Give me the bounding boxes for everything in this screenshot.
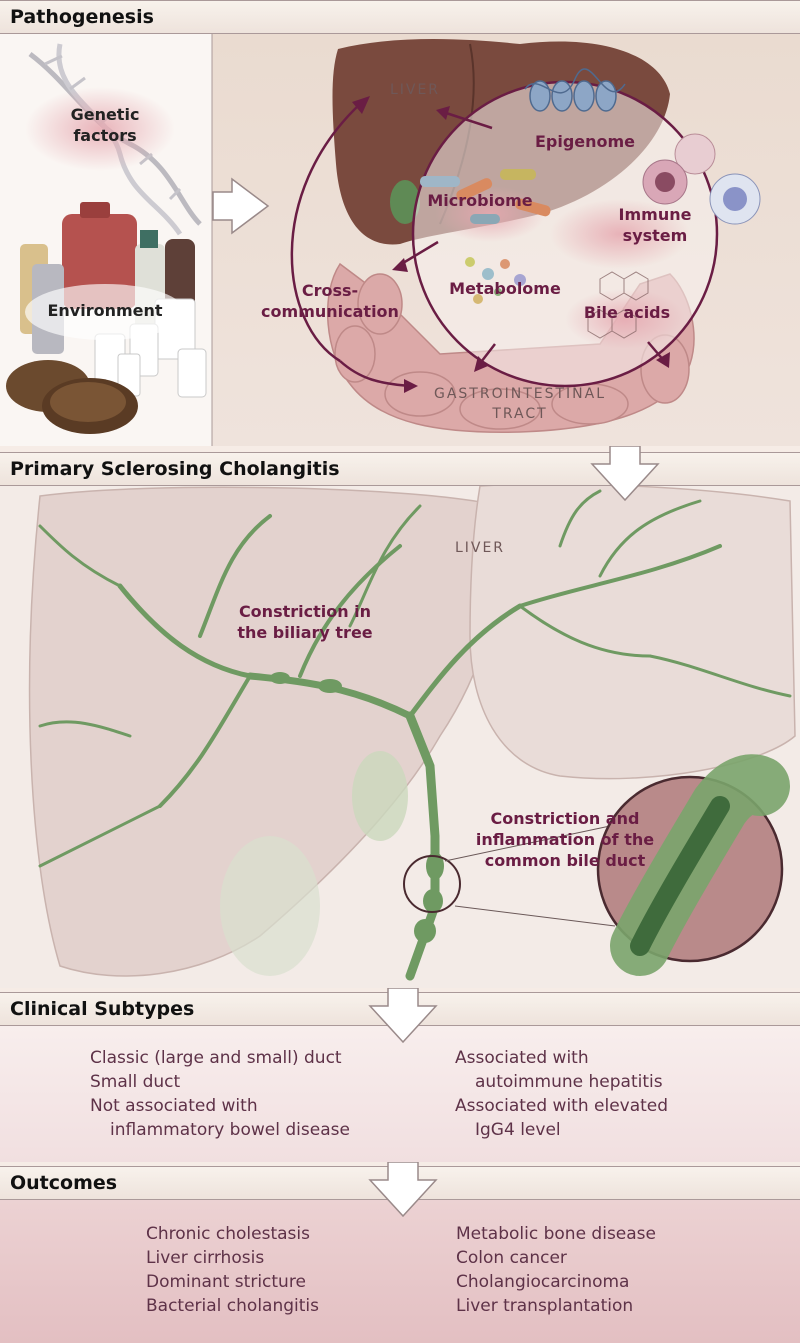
psc-art (0, 486, 800, 988)
section-header-psc: Primary Sclerosing Cholangitis (0, 452, 800, 486)
list-item: Metabolic bone disease (456, 1224, 656, 1244)
list-item: Liver transplantation (456, 1296, 634, 1316)
microbiome-art (420, 169, 551, 224)
duct-beads (270, 672, 444, 943)
list-item: Chronic cholestasis (146, 1224, 310, 1244)
list-item: Colon cancer (456, 1248, 567, 1268)
list-item: Dominant stricture (146, 1272, 306, 1292)
label-bile-acids: Bile acids (583, 303, 671, 322)
environment-objects (6, 202, 207, 434)
magnifier-target (403, 855, 461, 913)
list-item: Associated with (455, 1048, 589, 1068)
flow-arrow-3 (368, 1162, 438, 1218)
list-item: Liver cirrhosis (146, 1248, 265, 1268)
label-liver: LIVER (389, 82, 441, 98)
label-epigenome: Epigenome (534, 132, 636, 151)
label-environment: Environment (47, 301, 163, 320)
list-item: autoimmune hepatitis (475, 1072, 663, 1092)
label-psc-liver: LIVER (454, 540, 506, 556)
pathogenesis-art (0, 34, 800, 446)
list-item: Classic (large and small) duct (90, 1048, 342, 1068)
section-title: Clinical Subtypes (10, 998, 195, 1020)
list-item: Small duct (90, 1072, 181, 1092)
list-item: Not associated with (90, 1096, 258, 1116)
list-item: Cholangiocarcinoma (456, 1272, 630, 1292)
epigenome-art (524, 68, 626, 112)
bile-acid-structures (587, 271, 649, 339)
label-metabolome: Metabolome (449, 279, 561, 298)
immune-cells (642, 133, 761, 225)
section-title: Outcomes (10, 1172, 118, 1194)
flow-arrow-2 (368, 988, 438, 1044)
list-item: IgG4 level (475, 1120, 561, 1140)
list-item: inflammatory bowel disease (110, 1120, 350, 1140)
list-item: Bacterial cholangitis (146, 1296, 320, 1316)
metabolome-art (465, 257, 526, 304)
flow-arrow-1 (590, 446, 660, 502)
section-header-pathogenesis: Pathogenesis (0, 0, 800, 34)
label-cross-communication: Cross-communication (261, 281, 399, 321)
liver-lobe-right (469, 486, 796, 780)
label-microbiome: Microbiome (427, 191, 533, 210)
section-title: Primary Sclerosing Cholangitis (10, 458, 340, 480)
list-item: Associated with elevated (455, 1096, 669, 1116)
section-title: Pathogenesis (10, 6, 154, 28)
